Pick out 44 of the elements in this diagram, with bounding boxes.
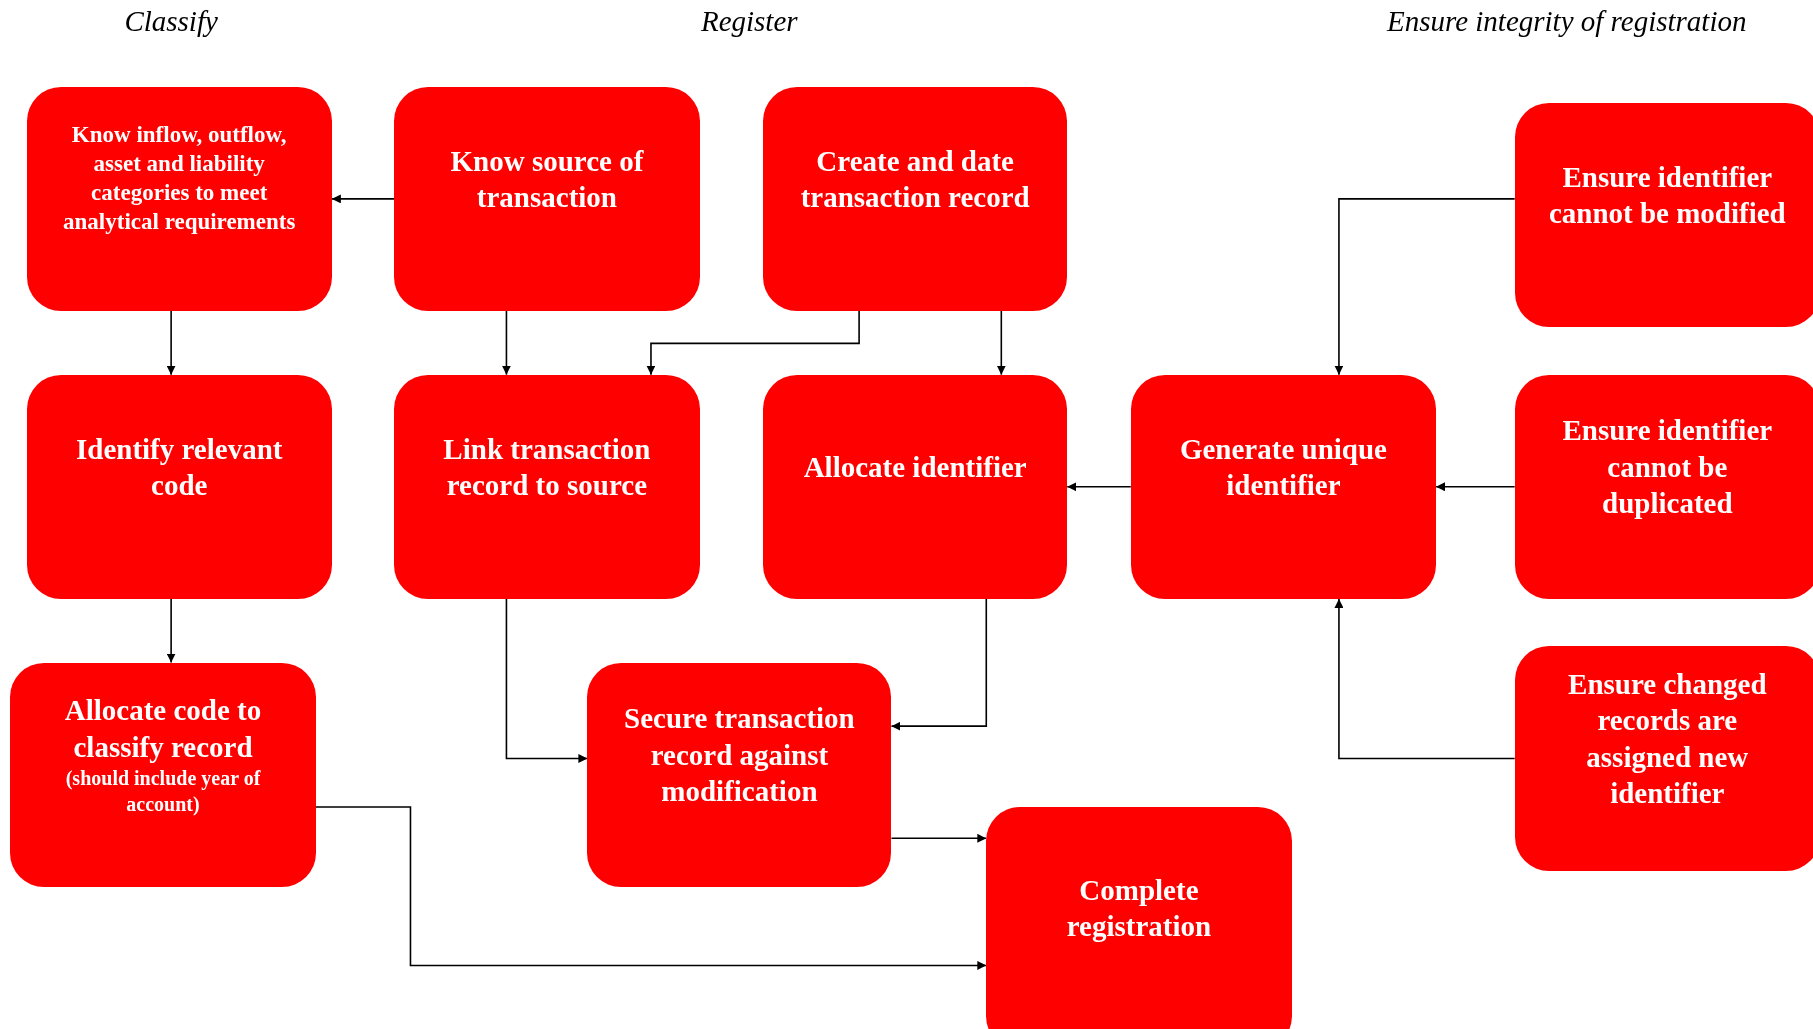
arrow (1334, 598, 1516, 760)
column-heading: Ensure integrity of registration (1386, 4, 1747, 37)
box-text: Identify relevant code (74, 431, 284, 503)
arrow (890, 598, 988, 731)
process-box (10, 662, 316, 887)
arrow (890, 833, 988, 843)
arrow (505, 598, 589, 763)
box-text: Secure transaction record against modification (623, 701, 856, 809)
arrow (166, 598, 176, 664)
process-box (394, 86, 700, 312)
column-heading: Classify (124, 4, 218, 37)
arrow (331, 194, 396, 204)
process-box (1130, 374, 1437, 599)
box-text: Allocate code to classify record (63, 693, 263, 765)
box-text: Ensure changed records are assigned new identifier (1567, 667, 1768, 811)
box-text: Know source of transaction (449, 143, 645, 215)
box-text: Know inflow, outflow, asset and liability categories to meet analytical requirements (62, 121, 297, 236)
process-box (763, 86, 1068, 312)
arrow (501, 310, 511, 376)
arrow (646, 310, 860, 376)
arrow (1334, 198, 1516, 376)
arrow (996, 310, 1006, 376)
process-box (763, 374, 1068, 599)
box-text: Ensure identifier cannot be modified (1548, 159, 1786, 232)
process-box (587, 662, 892, 887)
box-text: Generate unique identifier (1178, 431, 1388, 503)
process-box (26, 86, 332, 312)
process-box (1514, 374, 1813, 599)
box-text: Link transaction record to source (442, 431, 652, 503)
box-text: Allocate identifier (803, 449, 1027, 485)
process-box (986, 807, 1292, 1029)
box-text: (should include year of account) (64, 765, 262, 817)
box-text: Ensure identifier cannot be duplicated (1561, 413, 1774, 521)
box-text: Complete registration (1065, 873, 1213, 945)
column-heading: Register (700, 4, 798, 37)
arrow (166, 310, 176, 376)
arrow (1435, 482, 1516, 492)
process-box (26, 374, 332, 599)
arrow (314, 806, 988, 970)
process-box (1514, 646, 1813, 871)
process-box (394, 374, 700, 599)
arrow (1066, 482, 1132, 492)
box-text: Create and date transaction record (799, 143, 1031, 215)
process-box (1514, 102, 1813, 328)
